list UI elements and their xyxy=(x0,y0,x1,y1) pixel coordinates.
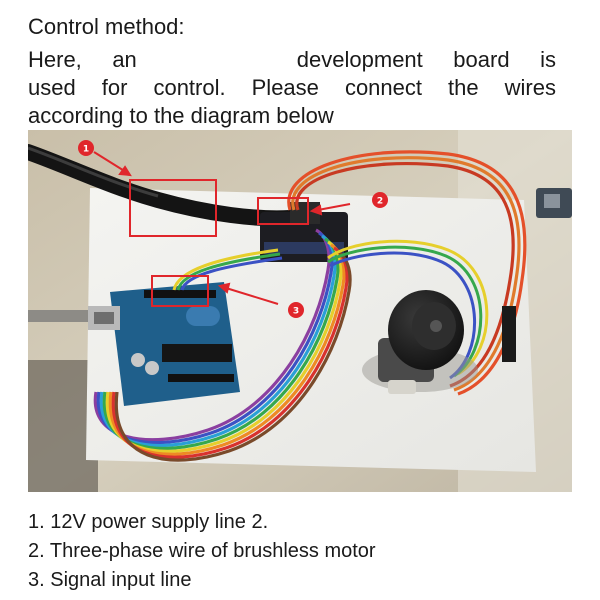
three-phase-highlight-box xyxy=(257,197,309,225)
marker-1-number: 1 xyxy=(83,145,89,155)
intro-line-2: used for control. Please connect the wir… xyxy=(28,75,556,100)
marker-2-number: 2 xyxy=(377,197,383,207)
capacitor-1 xyxy=(131,353,145,367)
motor-loop-wires xyxy=(327,239,489,380)
header-strip-bottom xyxy=(168,374,234,382)
dark-corner xyxy=(28,360,98,492)
intro-paragraph: Here, an development board is used for co… xyxy=(28,46,556,130)
capacitor-2 xyxy=(145,361,159,375)
note-power-supply: 1. 12V power supply line 2. xyxy=(28,511,269,533)
intro-line-3: according to the diagram below xyxy=(28,103,334,128)
note-signal-input: 3. Signal input line xyxy=(28,569,192,591)
marker-1: 1 xyxy=(78,140,94,156)
power-cable-highlight xyxy=(28,146,159,198)
motor-hub xyxy=(430,320,442,332)
page-heading: Control method: xyxy=(28,14,185,39)
small-module-chip xyxy=(544,194,560,208)
wiring-photo-illustration: 1 2 3 xyxy=(28,130,572,492)
power-cable xyxy=(28,144,298,227)
header-strip-top xyxy=(144,290,216,298)
wiring-notes: 1. 12V power supply line 2. 2. Three-pha… xyxy=(28,508,376,595)
note-three-phase: 2. Three-phase wire of brushless motor xyxy=(28,540,376,562)
intro-line-1-end: development board is xyxy=(296,47,556,72)
intro-line-1-start: Here, an xyxy=(28,47,137,72)
wire-connector xyxy=(502,306,516,362)
driver-board-pins xyxy=(264,242,344,254)
usb-port-inner xyxy=(94,312,114,324)
microcontroller-chip xyxy=(162,344,232,362)
board-logo xyxy=(186,306,220,326)
ribbon-to-arduino xyxy=(172,248,283,291)
signal-line-highlight-box xyxy=(151,275,209,307)
annotation-arrows xyxy=(93,151,351,305)
marker-3: 3 xyxy=(288,302,304,318)
marker-3-number: 3 xyxy=(293,307,299,317)
intro-line-1: Here, an development board is xyxy=(28,46,556,74)
power-line-highlight-box xyxy=(129,179,217,237)
motor-cable-clip xyxy=(388,380,416,394)
wiring-photo: 1 2 3 xyxy=(28,130,572,492)
marker-2: 2 xyxy=(372,192,388,208)
